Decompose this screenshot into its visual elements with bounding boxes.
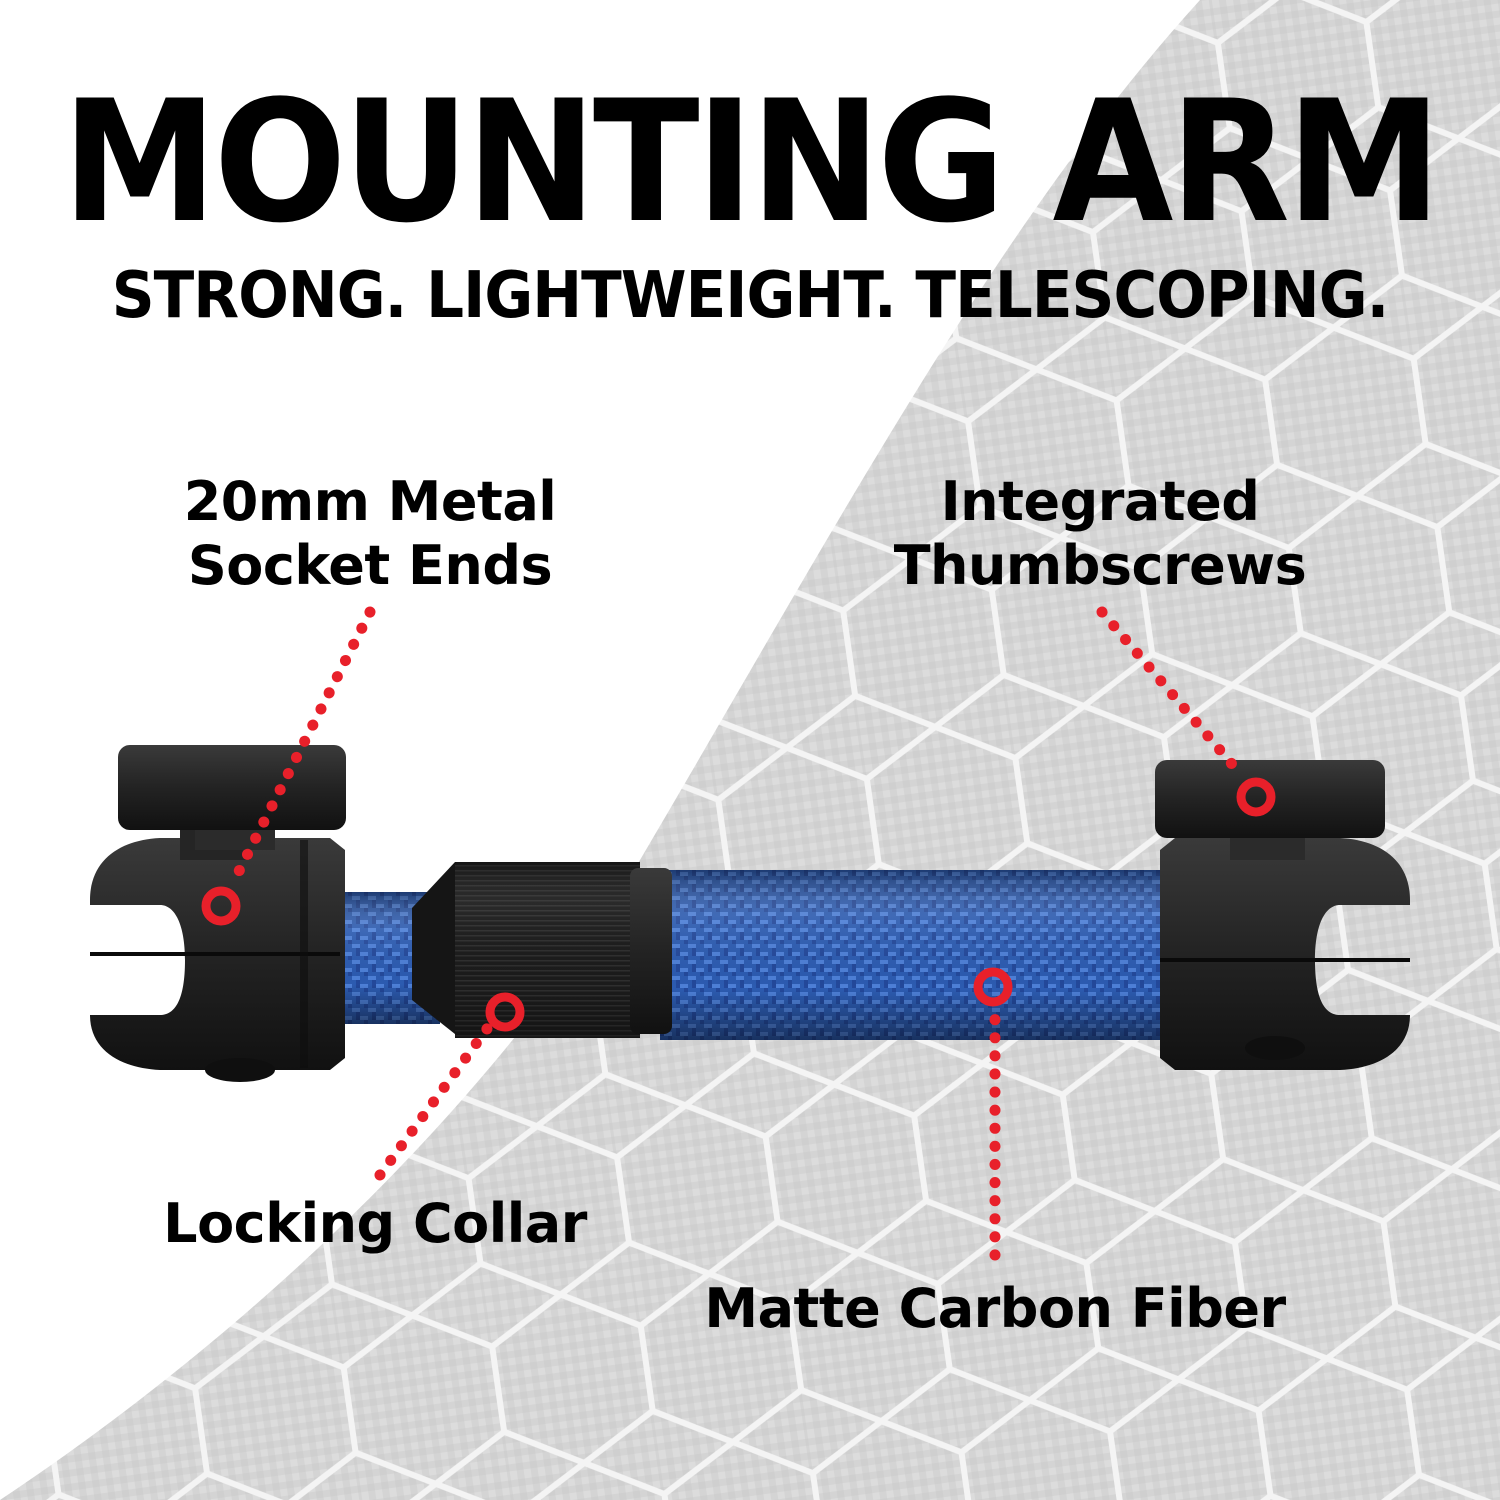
callout-socket-ends: 20mm Metal Socket Ends bbox=[160, 470, 580, 598]
socket-ends-marker bbox=[201, 886, 241, 926]
carbon-fiber-tube bbox=[660, 870, 1180, 1040]
callout-markers bbox=[201, 777, 1276, 1032]
page-title: MOUNTING ARM bbox=[61, 64, 1442, 260]
callout-locking-collar-line1: Locking Collar bbox=[163, 1192, 587, 1255]
thumbscrews-leader bbox=[1096, 606, 1243, 776]
callout-thumbscrews-line2: Thumbscrews bbox=[893, 534, 1307, 597]
left-socket-end bbox=[90, 745, 346, 1082]
page-subtitle: STRONG. LIGHTWEIGHT. TELESCOPING. bbox=[111, 259, 1390, 333]
locking-collar-marker bbox=[485, 992, 525, 1032]
carbon-fiber-marker bbox=[973, 967, 1013, 1007]
callout-carbon-fiber: Matte Carbon Fiber bbox=[680, 1277, 1310, 1341]
callout-locking-collar: Locking Collar bbox=[150, 1192, 600, 1256]
thumbscrews-marker bbox=[1236, 777, 1276, 817]
callout-leaders bbox=[226, 606, 1243, 1261]
callout-socket-ends-line1: 20mm Metal bbox=[183, 470, 557, 533]
socket-ends-leader bbox=[226, 606, 376, 891]
right-socket-end bbox=[1155, 760, 1410, 1070]
callout-thumbscrews-line1: Integrated bbox=[940, 470, 1260, 533]
locking-collar bbox=[412, 862, 672, 1038]
callout-thumbscrews: Integrated Thumbscrews bbox=[880, 470, 1320, 598]
callout-carbon-fiber-line1: Matte Carbon Fiber bbox=[704, 1277, 1286, 1340]
callout-socket-ends-line2: Socket Ends bbox=[187, 534, 553, 597]
locking-collar-leader bbox=[374, 1016, 498, 1181]
